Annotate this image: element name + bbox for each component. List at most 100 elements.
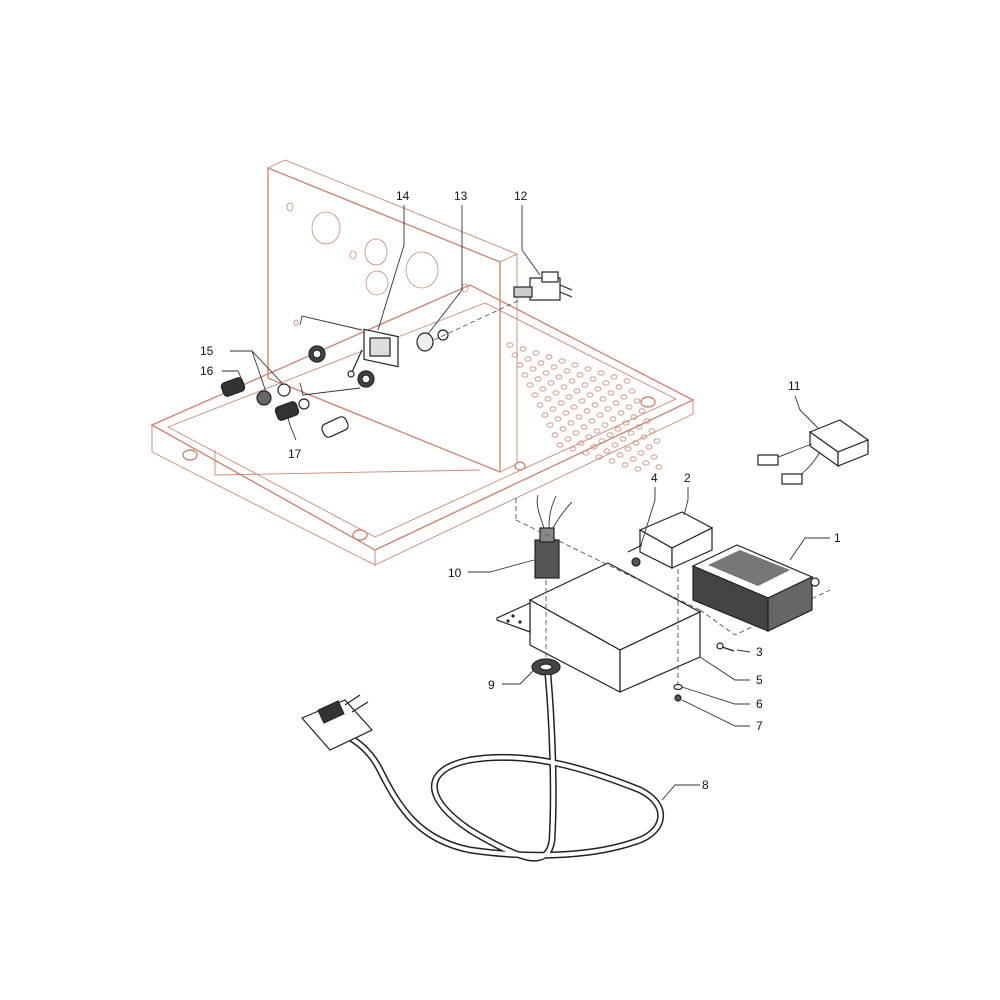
- perforation-hole: [586, 392, 594, 398]
- perforation-hole: [594, 386, 602, 392]
- perforation-hole: [568, 378, 576, 384]
- perforation-hole: [539, 386, 547, 392]
- perforation-hole: [602, 380, 610, 386]
- perforation-hole: [596, 412, 604, 418]
- perforation-hole: [608, 458, 616, 464]
- indicator-lamps: [220, 377, 349, 438]
- perforation-hole: [551, 432, 559, 438]
- perforation-hole: [627, 430, 635, 436]
- perforation-hole: [616, 452, 624, 458]
- perforation-hole: [588, 418, 596, 424]
- perforated-grid: [506, 342, 663, 472]
- perforation-hole: [650, 454, 658, 460]
- perforation-hole: [630, 414, 638, 420]
- perforation-hole: [632, 440, 640, 446]
- perforation-hole: [653, 438, 661, 444]
- callout-labels: 1 2 3 4 5 6 7 8 9 10 11 12 13 14 15 16 1…: [200, 189, 841, 792]
- perforation-hole: [572, 430, 580, 436]
- perforation-hole: [531, 392, 539, 398]
- perforation-hole: [529, 366, 537, 372]
- perforation-hole: [569, 446, 577, 452]
- perforation-hole: [615, 384, 623, 390]
- perforation-hole: [576, 372, 584, 378]
- perforation-hole: [638, 408, 646, 414]
- transformer: [691, 544, 820, 632]
- perforation-hole: [622, 420, 630, 426]
- perforation-hole: [555, 374, 563, 380]
- perforation-hole: [609, 416, 617, 422]
- perforation-hole: [612, 400, 620, 406]
- perforation-hole: [595, 454, 603, 460]
- perforation-hole: [532, 350, 540, 356]
- perforation-hole: [564, 436, 572, 442]
- perforation-hole: [585, 434, 593, 440]
- perforation-hole: [589, 376, 597, 382]
- perforation-hole: [549, 406, 557, 412]
- perforation-hole: [633, 398, 641, 404]
- callout-12: 12: [514, 189, 528, 203]
- callout-17: 17: [288, 447, 302, 461]
- callout-13: 13: [454, 189, 468, 203]
- perforation-hole: [506, 342, 514, 348]
- perforation-hole: [552, 390, 560, 396]
- perforation-hole: [578, 398, 586, 404]
- perforation-hole: [629, 456, 637, 462]
- perforation-hole: [643, 418, 651, 424]
- perforation-hole: [554, 416, 562, 422]
- perforation-hole: [545, 354, 553, 360]
- toggle-switch: [347, 328, 399, 378]
- callout-1: 1: [834, 531, 841, 545]
- callout-leaders: [222, 205, 830, 801]
- perforation-hole: [511, 352, 519, 358]
- perforation-hole: [607, 390, 615, 396]
- perforation-hole: [560, 384, 568, 390]
- perforation-hole: [637, 450, 645, 456]
- perforation-hole: [559, 426, 567, 432]
- perforation-hole: [541, 412, 549, 418]
- machine-frame: [150, 159, 695, 566]
- perforation-hole: [557, 400, 565, 406]
- perforation-hole: [603, 448, 611, 454]
- perforation-hole: [599, 396, 607, 402]
- perforation-hole: [624, 446, 632, 452]
- callout-6: 6: [756, 697, 763, 711]
- pressure-switch: [513, 271, 573, 301]
- perforation-hole: [565, 394, 573, 400]
- tray-feet: [182, 396, 656, 541]
- perforation-hole: [655, 464, 663, 470]
- perforation-hole: [583, 408, 591, 414]
- perforation-hole: [563, 368, 571, 374]
- perforation-hole: [580, 424, 588, 430]
- perforation-hole: [623, 378, 631, 384]
- perforation-hole: [524, 356, 532, 362]
- callout-2: 2: [684, 471, 691, 485]
- callout-16: 16: [200, 364, 214, 378]
- perforation-hole: [601, 422, 609, 428]
- perforation-hole: [614, 426, 622, 432]
- filter-module: [757, 419, 870, 485]
- callout-14: 14: [396, 189, 410, 203]
- callout-10: 10: [448, 566, 462, 580]
- perforation-hole: [640, 434, 648, 440]
- panel-components: [220, 271, 573, 438]
- power-cord: [300, 674, 665, 862]
- perforation-hole: [597, 370, 605, 376]
- panel-holes: [286, 202, 469, 327]
- callout-5: 5: [756, 673, 763, 687]
- perforation-hole: [547, 380, 555, 386]
- callout-9: 9: [488, 678, 495, 692]
- callout-4: 4: [651, 471, 658, 485]
- perforation-hole: [526, 382, 534, 388]
- perforation-hole: [625, 404, 633, 410]
- perforation-hole: [536, 402, 544, 408]
- perforation-hole: [634, 466, 642, 472]
- perforation-hole: [550, 364, 558, 370]
- perforation-hole: [577, 440, 585, 446]
- callout-15: 15: [200, 344, 214, 358]
- perforation-hole: [598, 438, 606, 444]
- perforation-hole: [516, 362, 524, 368]
- perforation-hole: [590, 444, 598, 450]
- perforation-hole: [611, 442, 619, 448]
- callout-8: 8: [702, 778, 709, 792]
